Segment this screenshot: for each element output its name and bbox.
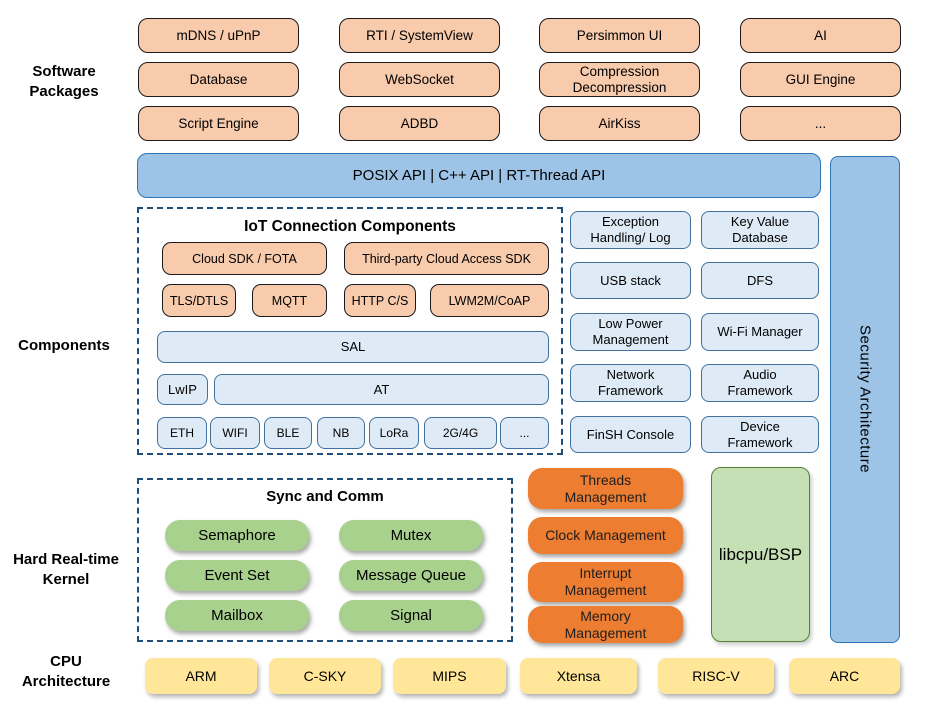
component-dfs: DFS	[701, 262, 819, 299]
sync-and-comm-group: Sync and Comm Semaphore Mutex Event Set …	[137, 478, 513, 642]
iot-tls-dtls: TLS/DTLS	[162, 284, 236, 317]
sync-and-comm-title: Sync and Comm	[266, 488, 384, 505]
api-bar: POSIX API | C++ API | RT-Thread API	[137, 153, 821, 198]
link-chip-ble: BLE	[264, 417, 312, 449]
kernel-semaphore: Semaphore	[165, 520, 309, 551]
kernel-memory-management: Memory Management	[528, 606, 683, 643]
component-network-framework: Network Framework	[570, 364, 691, 402]
package-more: ...	[740, 106, 901, 141]
component-device-framework: Device Framework	[701, 416, 819, 453]
section-label-software-packages: Software Packages	[29, 63, 99, 101]
iot-group-title: IoT Connection Components	[244, 218, 456, 235]
kernel-event-set: Event Set	[165, 560, 309, 591]
cpu-arch-mips: MIPS	[393, 658, 506, 694]
component-audio-framework: Audio Framework	[701, 364, 819, 402]
section-label-kernel: Hard Real-time Kernel	[13, 551, 119, 589]
iot-sal-layer: SAL	[157, 331, 549, 363]
cpu-arch-arm: ARM	[145, 658, 257, 694]
kernel-mailbox: Mailbox	[165, 600, 309, 631]
component-exception-handling-log: Exception Handling/ Log	[570, 211, 691, 249]
component-low-power-management: Low Power Management	[570, 313, 691, 351]
kernel-signal: Signal	[339, 600, 483, 631]
iot-http-cs: HTTP C/S	[344, 284, 416, 317]
package-websocket: WebSocket	[339, 62, 500, 97]
link-chip-nb: NB	[317, 417, 365, 449]
link-chip-lora: LoRa	[369, 417, 419, 449]
package-script-engine: Script Engine	[138, 106, 299, 141]
package-airkiss: AirKiss	[539, 106, 700, 141]
link-chip-more: ...	[500, 417, 549, 449]
security-architecture-label: Security Architecture	[856, 325, 874, 474]
iot-at-layer: AT	[214, 374, 549, 405]
cpu-arch-c-sky: C-SKY	[269, 658, 381, 694]
package-mdns-upnp: mDNS / uPnP	[138, 18, 299, 53]
kernel-message-queue: Message Queue	[339, 560, 483, 591]
iot-connection-components-group: IoT Connection Components Cloud SDK / FO…	[137, 207, 563, 455]
iot-third-party-sdk: Third-party Cloud Access SDK	[344, 242, 549, 275]
iot-lwip: LwIP	[157, 374, 208, 405]
link-chip-eth: ETH	[157, 417, 207, 449]
package-persimmon-ui: Persimmon UI	[539, 18, 700, 53]
cpu-arch-arc: ARC	[789, 658, 900, 694]
kernel-threads-management: Threads Management	[528, 468, 683, 509]
component-usb-stack: USB stack	[570, 262, 691, 299]
package-ai: AI	[740, 18, 901, 53]
cpu-arch-xtensa: Xtensa	[520, 658, 637, 694]
link-chip-wifi: WIFI	[210, 417, 260, 449]
kernel-interrupt-management: Interrupt Management	[528, 562, 683, 602]
section-label-components: Components	[18, 337, 110, 354]
package-adbd: ADBD	[339, 106, 500, 141]
component-wifi-manager: Wi-Fi Manager	[701, 313, 819, 351]
component-finsh-console: FinSH Console	[570, 416, 691, 453]
section-label-cpu-architecture: CPU Architecture	[21, 653, 111, 691]
libcpu-bsp: libcpu/BSP	[711, 467, 810, 642]
kernel-clock-management: Clock Management	[528, 517, 683, 554]
package-compression: Compression Decompression	[539, 62, 700, 97]
package-database: Database	[138, 62, 299, 97]
package-rti-systemview: RTI / SystemView	[339, 18, 500, 53]
package-gui-engine: GUI Engine	[740, 62, 901, 97]
iot-mqtt: MQTT	[252, 284, 327, 317]
security-architecture-bar: Security Architecture	[830, 156, 900, 643]
component-key-value-database: Key Value Database	[701, 211, 819, 249]
cpu-arch-risc-v: RISC-V	[658, 658, 774, 694]
iot-cloud-sdk-fota: Cloud SDK / FOTA	[162, 242, 327, 275]
link-chip-2g4g: 2G/4G	[424, 417, 497, 449]
iot-lwm2m-coap: LWM2M/CoAP	[430, 284, 549, 317]
kernel-mutex: Mutex	[339, 520, 483, 551]
